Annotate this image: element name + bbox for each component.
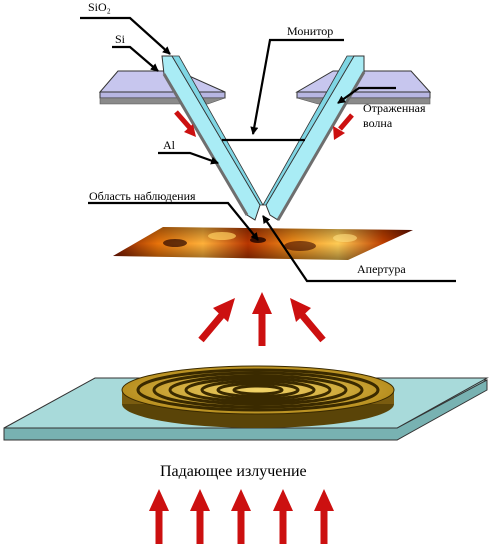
red-arrow-icon bbox=[252, 292, 272, 346]
leader-arrow-icon bbox=[112, 45, 159, 72]
label-incident-radiation: Падающее излучение bbox=[160, 463, 307, 480]
label-si: Si bbox=[115, 32, 126, 46]
leader-arrow-icon bbox=[88, 201, 259, 241]
si-wafer-left bbox=[98, 70, 226, 105]
probe-right-wall bbox=[262, 55, 366, 221]
incident-arrows bbox=[149, 489, 334, 544]
leader-arrow-icon bbox=[262, 215, 456, 283]
label-observation-region: Область наблюдения bbox=[89, 189, 196, 203]
label-monitor: Монитор bbox=[287, 24, 333, 38]
red-arrow-icon bbox=[231, 489, 251, 544]
reflected-arrow-left bbox=[174, 110, 196, 137]
label-aperture: Апертура bbox=[357, 262, 406, 276]
red-arrow-icon bbox=[290, 298, 326, 343]
red-arrow-icon bbox=[273, 489, 293, 544]
reflected-arrow-right bbox=[333, 113, 354, 140]
leader-arrow-icon bbox=[80, 16, 171, 55]
transmitted-arrows bbox=[198, 292, 326, 346]
field-intensity-map bbox=[113, 227, 413, 260]
circular-grating bbox=[121, 365, 395, 428]
label-reflected-wave-2: волна bbox=[363, 116, 393, 130]
red-arrow-icon bbox=[198, 298, 235, 343]
label-sio2: SiO₂ bbox=[88, 0, 111, 14]
red-arrow-icon bbox=[314, 489, 334, 544]
red-arrow-icon bbox=[149, 489, 169, 544]
leader-arrow-icon bbox=[158, 151, 219, 165]
probe-left-wall bbox=[161, 55, 264, 221]
red-arrow-icon bbox=[190, 489, 210, 544]
label-reflected-wave-1: Отраженная bbox=[363, 101, 426, 115]
label-al: Al bbox=[163, 138, 176, 152]
leader-arrow-icon bbox=[337, 86, 396, 104]
leader-arrow-icon bbox=[250, 38, 344, 135]
leader-arrows bbox=[80, 16, 456, 283]
